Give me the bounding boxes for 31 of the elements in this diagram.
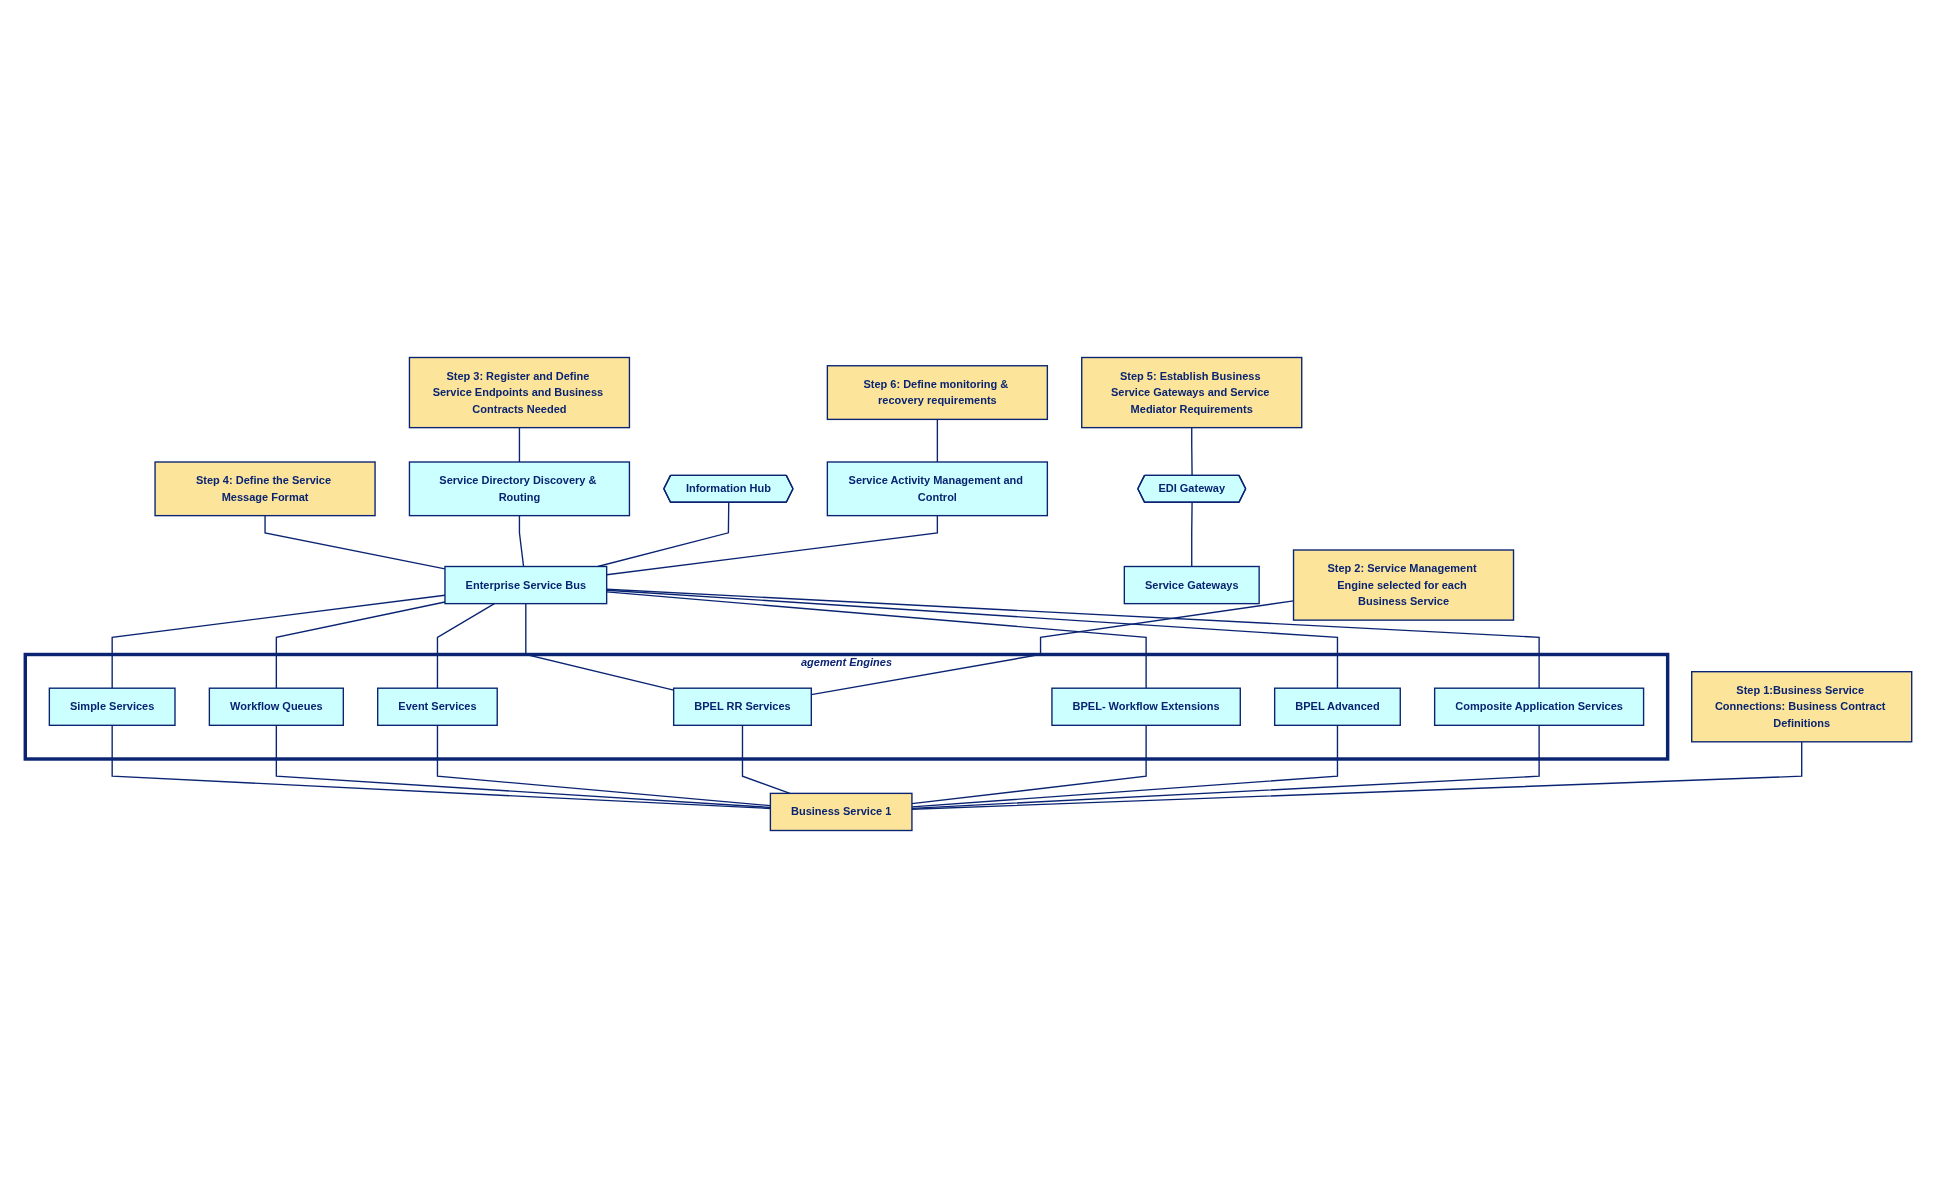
connector [911,724,1540,809]
connector [1191,501,1193,567]
connector [597,501,730,567]
node-box: Simple Services [48,687,176,726]
node-box: Service Directory Discovery & Routing [408,460,631,516]
connector [936,418,939,463]
connector [275,600,446,689]
connector [436,602,496,689]
node-box: Workflow Queues [208,687,344,726]
connector [518,426,521,463]
node-box: Step 1:Business Service Connections: Business Contract Definitions [1691,670,1913,742]
node-box: BPEL- Workflow Extensions [1051,687,1241,726]
node-box: Business Service 1 [769,792,913,831]
node-box: Step 2: Service Management Engine selected for each Business Service [1292,548,1515,621]
connector [911,724,1147,804]
node-box: Step 6: Define monitoring & recovery requirements [826,364,1049,420]
connector [1191,426,1193,476]
node-box: Service Activity Management and Control [826,460,1049,516]
node-box: Step 3: Register and Define Service Endpoints and Business Contracts Needed [408,356,631,428]
connector [518,514,525,567]
node-box: BPEL RR Services [672,687,812,726]
node-box: Event Services [377,687,498,726]
connector [911,724,1339,808]
node-box: Step 4: Define the Service Message Format [154,460,376,516]
connector [111,594,446,689]
node-box: BPEL Advanced [1273,687,1401,726]
connector [911,740,1803,810]
node-box: Composite Application Services [1433,687,1645,726]
node-box: Service Gateways [1123,565,1260,604]
node-box: Step 5: Establish Business Service Gateways and Service Mediator Requirements [1081,356,1303,428]
node-box: Enterprise Service Bus [444,565,608,604]
